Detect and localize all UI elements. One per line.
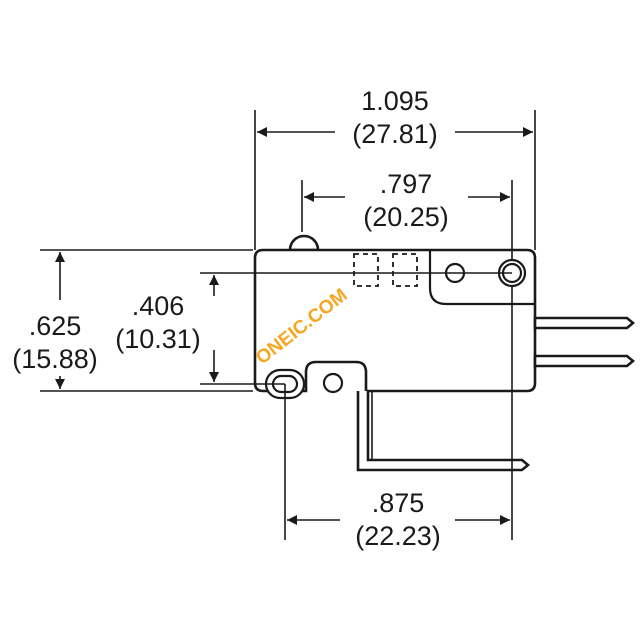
overall-length-mm: (27.81) [352,119,438,149]
terminal-bottom [356,391,531,472]
switch-body-group [253,234,636,472]
dimension-lines [55,127,533,525]
internal-spring-left [353,253,379,287]
lever-housing-recess [428,250,535,306]
hole-offset-inch: .406 [132,291,185,321]
overall-length-inch: 1.095 [361,86,429,116]
internal-spring-right [392,253,418,287]
terminal-middle [533,354,636,368]
mounting-to-lever-inch: .797 [380,169,433,199]
terminal-spacing-inch: .875 [372,488,425,518]
dimension-labels: 1.095 (27.81) .797 (20.25) .625 (15.88) … [12,86,449,551]
height-mm: (15.88) [12,344,98,374]
actuator-button [288,234,320,252]
mounting-to-lever-mm: (20.25) [363,202,449,232]
terminal-top [533,316,636,330]
hole-offset-mm: (10.31) [115,324,201,354]
height-inch: .625 [29,311,82,341]
terminal-spacing-mm: (22.23) [355,521,441,551]
mounting-hole [322,372,344,394]
switch-body [253,248,537,393]
extension-lines [40,110,536,540]
